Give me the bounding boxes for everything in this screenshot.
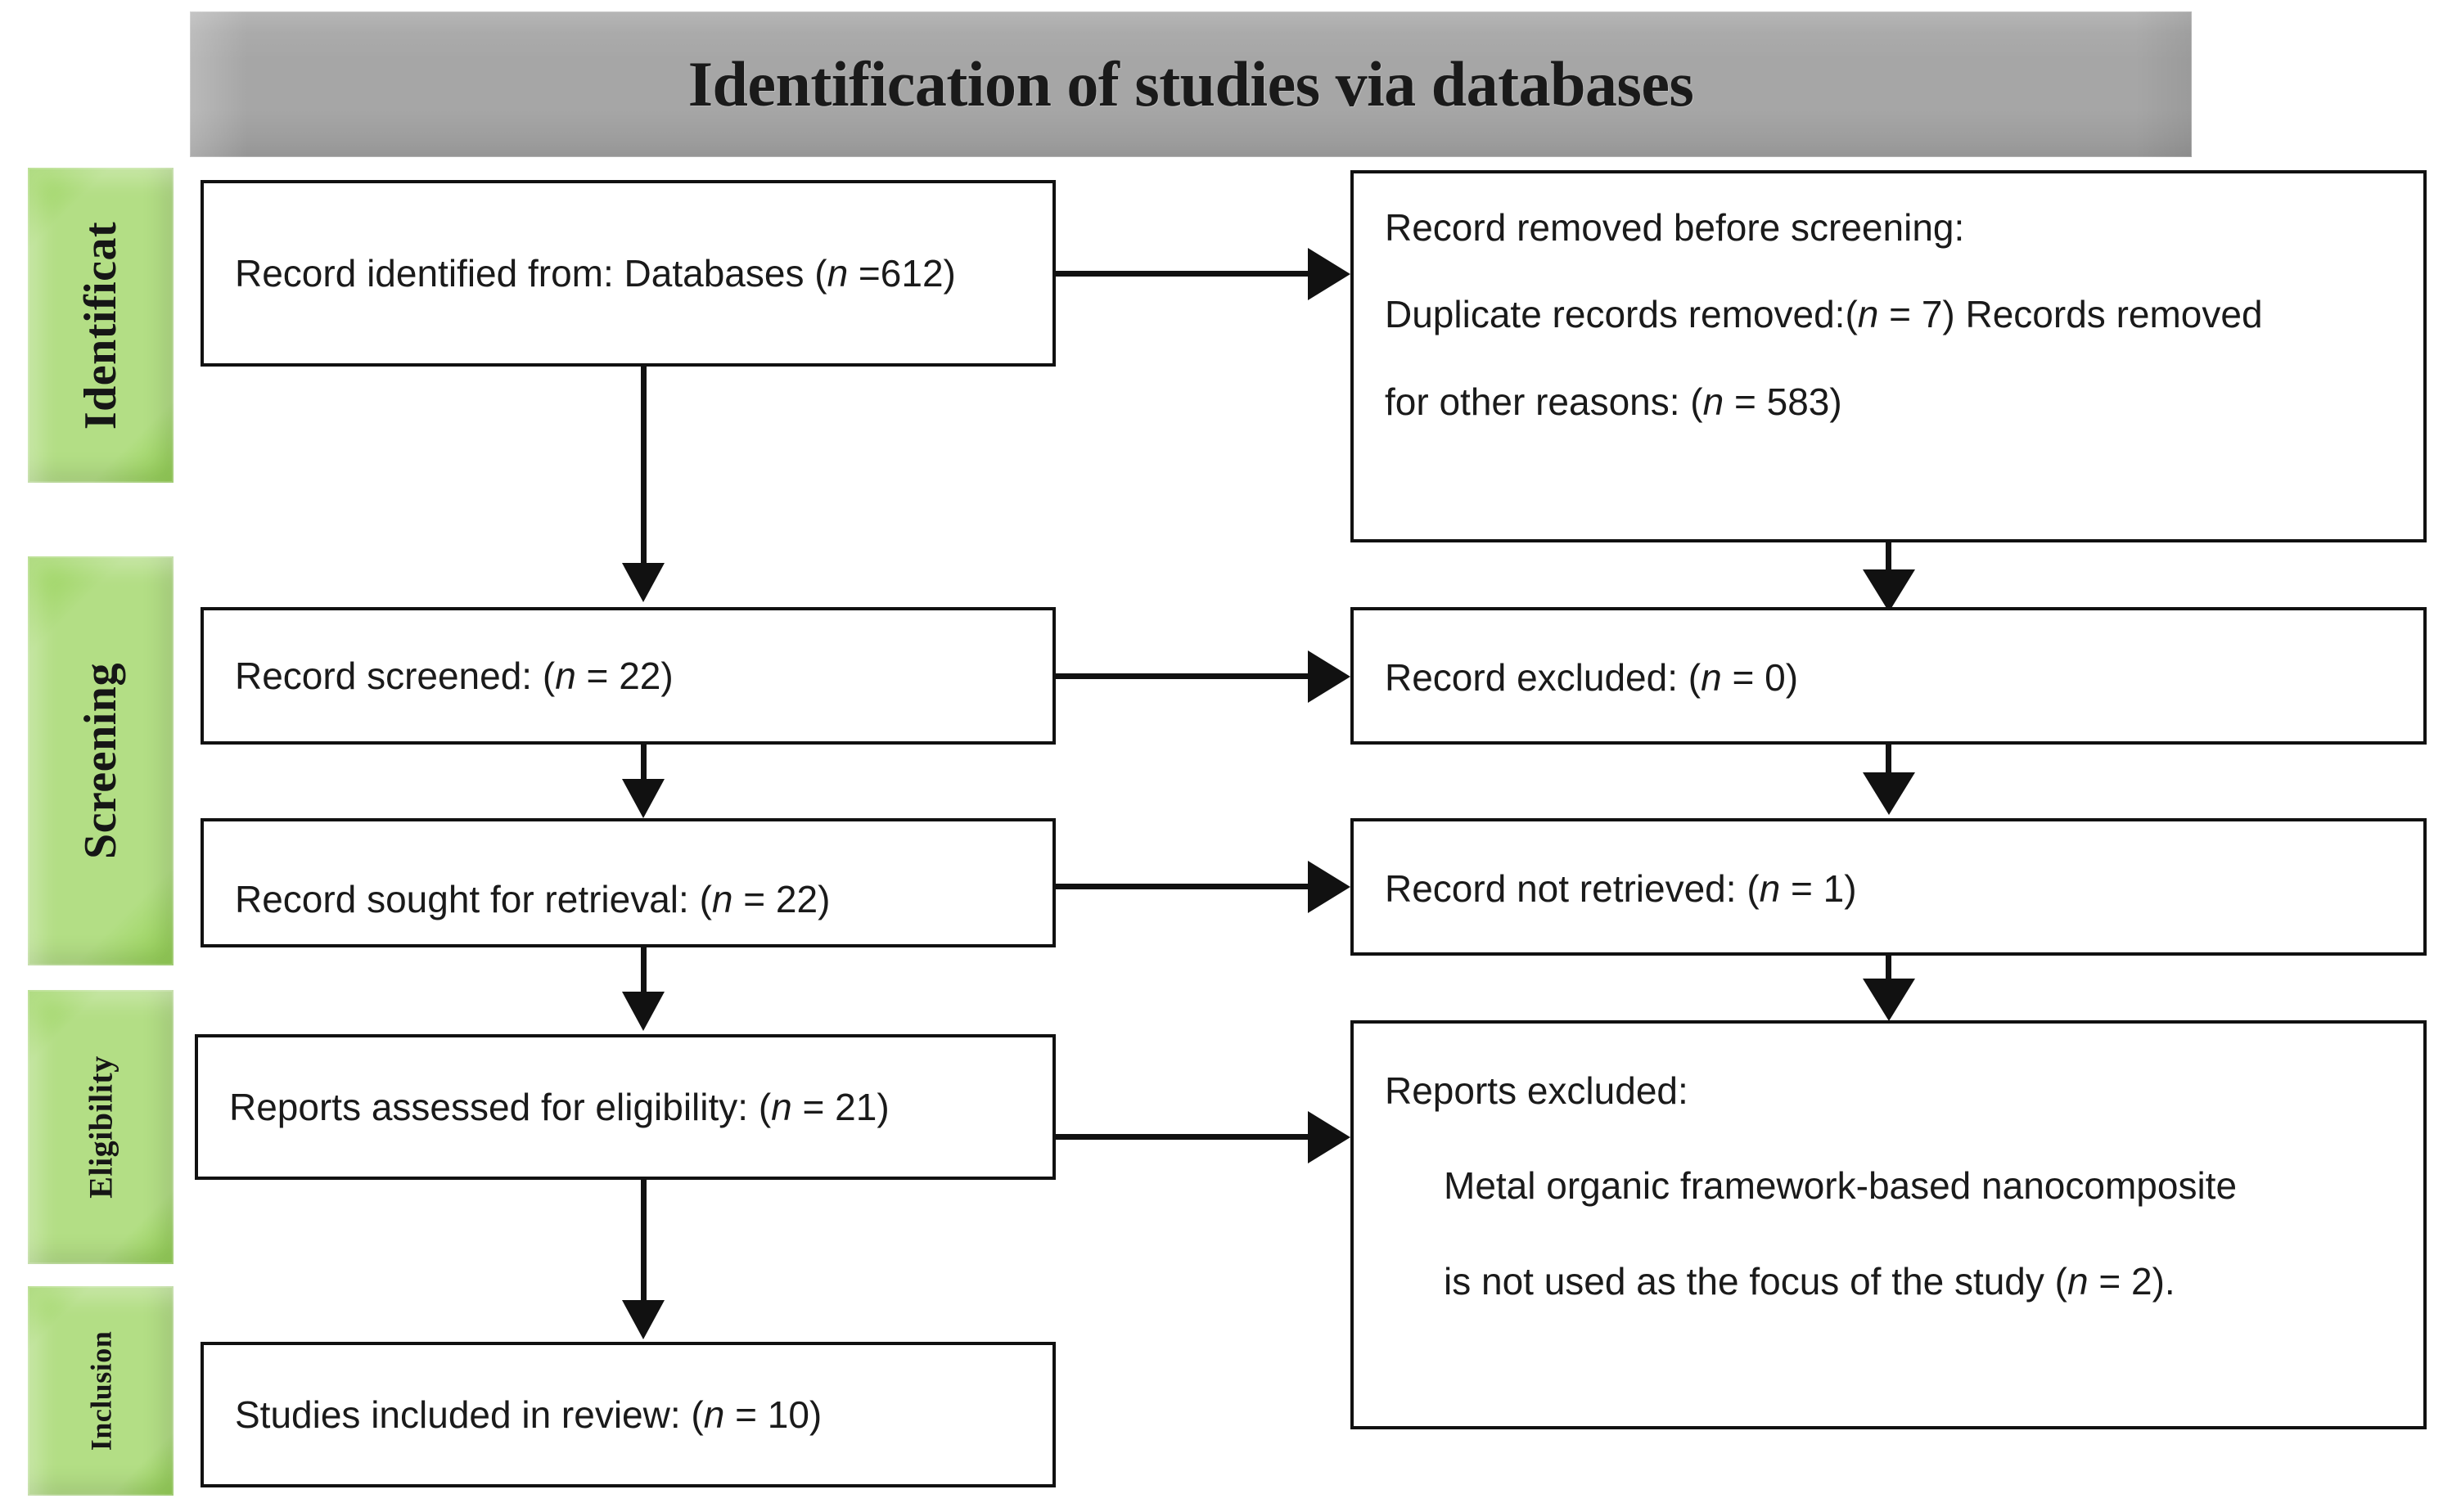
stage-label-identification: Identificat (28, 168, 174, 483)
connector-identified-to-screened (641, 367, 647, 563)
diagram-header-banner: Identification of studies via databases (190, 11, 2192, 157)
box-records-screened-text: Record screened: (n = 22) (204, 656, 1052, 695)
reports-assessed-n-symbol: n (771, 1085, 792, 1128)
box-records-not-retrieved-text: Record not retrieved: (n = 1) (1354, 869, 2423, 908)
records-removed-duplicates-line: Duplicate records removed:(n = 7) Record… (1354, 295, 2423, 334)
records-excluded-count: = 0) (1721, 655, 1799, 699)
arrowhead-excluded-to-not-retrieved (1863, 772, 1915, 815)
box-records-identified: Record identified from: Databases (n =61… (201, 180, 1056, 367)
records-excluded-prefix: Record excluded: ( (1385, 655, 1702, 699)
duplicates-count: = 7) Records removed (1878, 293, 2263, 336)
reports-excluded-n-symbol: n (2067, 1259, 2089, 1303)
arrowhead-removed-to-excluded (1863, 569, 1915, 612)
connector-screened-to-sought (641, 745, 647, 784)
stage-label-eligibility-text: Eligibility (82, 1055, 119, 1199)
box-studies-included-in-review: Studies included in review: (n = 10) (201, 1342, 1056, 1487)
records-identified-prefix: Record identified from: Databases ( (235, 251, 827, 295)
duplicates-prefix: Duplicate records removed:( (1385, 293, 1858, 336)
stage-label-inclusion: Inclusion (28, 1286, 174, 1496)
box-records-not-retrieved: Record not retrieved: (n = 1) (1350, 818, 2427, 956)
duplicates-n-symbol: n (1857, 293, 1879, 336)
records-identified-count: =612) (848, 251, 956, 295)
box-reports-assessed-text: Reports assessed for eligibility: (n = 2… (198, 1087, 1052, 1127)
not-retrieved-n-symbol: n (1759, 866, 1781, 910)
stage-label-inclusion-text: Inclusion (83, 1330, 117, 1451)
box-reports-assessed-for-eligibility: Reports assessed for eligibility: (n = 2… (195, 1034, 1056, 1180)
stage-label-screening: Screening (28, 556, 174, 965)
connector-screened-to-excluded (1056, 673, 1311, 679)
box-records-excluded-text: Record excluded: (n = 0) (1354, 658, 2423, 697)
arrowhead-sought-to-not-retrieved (1308, 861, 1350, 913)
box-reports-excluded: Reports excluded: Metal organic framewor… (1350, 1020, 2427, 1429)
box-records-screened: Record screened: (n = 22) (201, 607, 1056, 745)
reports-assessed-count: = 21) (791, 1085, 890, 1128)
not-retrieved-count: = 1) (1780, 866, 1857, 910)
records-screened-prefix: Record screened: ( (235, 654, 556, 697)
connector-sought-to-not-retrieved (1056, 884, 1311, 889)
arrowhead-eligibility-to-reports-excluded (1308, 1111, 1350, 1163)
records-identified-n-symbol: n (827, 251, 849, 295)
box-studies-included-text: Studies included in review: (n = 10) (204, 1395, 1052, 1434)
records-sought-count: = 22) (732, 877, 831, 920)
arrowhead-identified-to-screened (622, 563, 665, 602)
connector-excluded-to-not-retrieved (1886, 745, 1891, 777)
reports-excluded-heading: Reports excluded: (1385, 1069, 1688, 1112)
reports-excluded-count: = 2). (2088, 1259, 2175, 1303)
connector-eligibility-to-included (641, 1180, 647, 1304)
other-reasons-count: = 583) (1724, 380, 1842, 423)
arrowhead-not-retrieved-to-reports-excluded (1863, 979, 1915, 1021)
box-records-sought-for-retrieval: Record sought for retrieval: (n = 22) (201, 818, 1056, 947)
reports-assessed-prefix: Reports assessed for eligibility: ( (229, 1085, 772, 1128)
stage-label-identification-text: Identificat (75, 221, 127, 430)
studies-included-count: = 10) (724, 1393, 823, 1436)
reports-excluded-reason-prefix: is not used as the focus of the study ( (1444, 1259, 2067, 1303)
other-reasons-prefix: for other reasons: ( (1385, 380, 1703, 423)
box-records-removed-before-screening: Record removed before screening: Duplica… (1350, 170, 2427, 542)
arrowhead-screened-to-sought (622, 779, 665, 818)
reports-excluded-reason-line-1: Metal organic framework-based nanocompos… (1444, 1164, 2238, 1208)
arrowhead-screened-to-excluded (1308, 650, 1350, 703)
connector-identified-to-removed (1056, 271, 1309, 277)
records-sought-n-symbol: n (711, 877, 733, 920)
arrowhead-eligibility-to-included (622, 1300, 665, 1339)
box-records-identified-text: Record identified from: Databases (n =61… (204, 254, 1052, 293)
box-records-sought-text: Record sought for retrieval: (n = 22) (204, 880, 1052, 919)
records-removed-other-reasons-line: for other reasons: (n = 583) (1354, 380, 2423, 423)
stage-label-screening-text: Screening (75, 663, 126, 859)
connector-not-retrieved-to-reports-excluded (1886, 956, 1891, 982)
not-retrieved-prefix: Record not retrieved: ( (1385, 866, 1760, 910)
stage-label-eligibility: Eligibility (28, 990, 174, 1264)
arrowhead-sought-to-eligibility (622, 992, 665, 1031)
studies-included-prefix: Studies included in review: ( (235, 1393, 704, 1436)
other-reasons-n-symbol: n (1702, 380, 1724, 423)
records-removed-heading: Record removed before screening: (1385, 206, 1965, 249)
records-screened-n-symbol: n (555, 654, 576, 697)
box-records-excluded: Record excluded: (n = 0) (1350, 607, 2427, 745)
page-title: Identification of studies via databases (687, 48, 1694, 119)
reports-excluded-reason-line-2: is not used as the focus of the study (n… (1354, 1259, 2423, 1303)
records-excluded-n-symbol: n (1701, 655, 1722, 699)
connector-removed-to-excluded (1886, 542, 1891, 575)
records-screened-count: = 22) (575, 654, 674, 697)
studies-included-n-symbol: n (703, 1393, 725, 1436)
records-sought-prefix: Record sought for retrieval: ( (235, 877, 712, 920)
arrowhead-identified-to-removed (1308, 248, 1350, 300)
connector-eligibility-to-reports-excluded (1056, 1134, 1311, 1140)
